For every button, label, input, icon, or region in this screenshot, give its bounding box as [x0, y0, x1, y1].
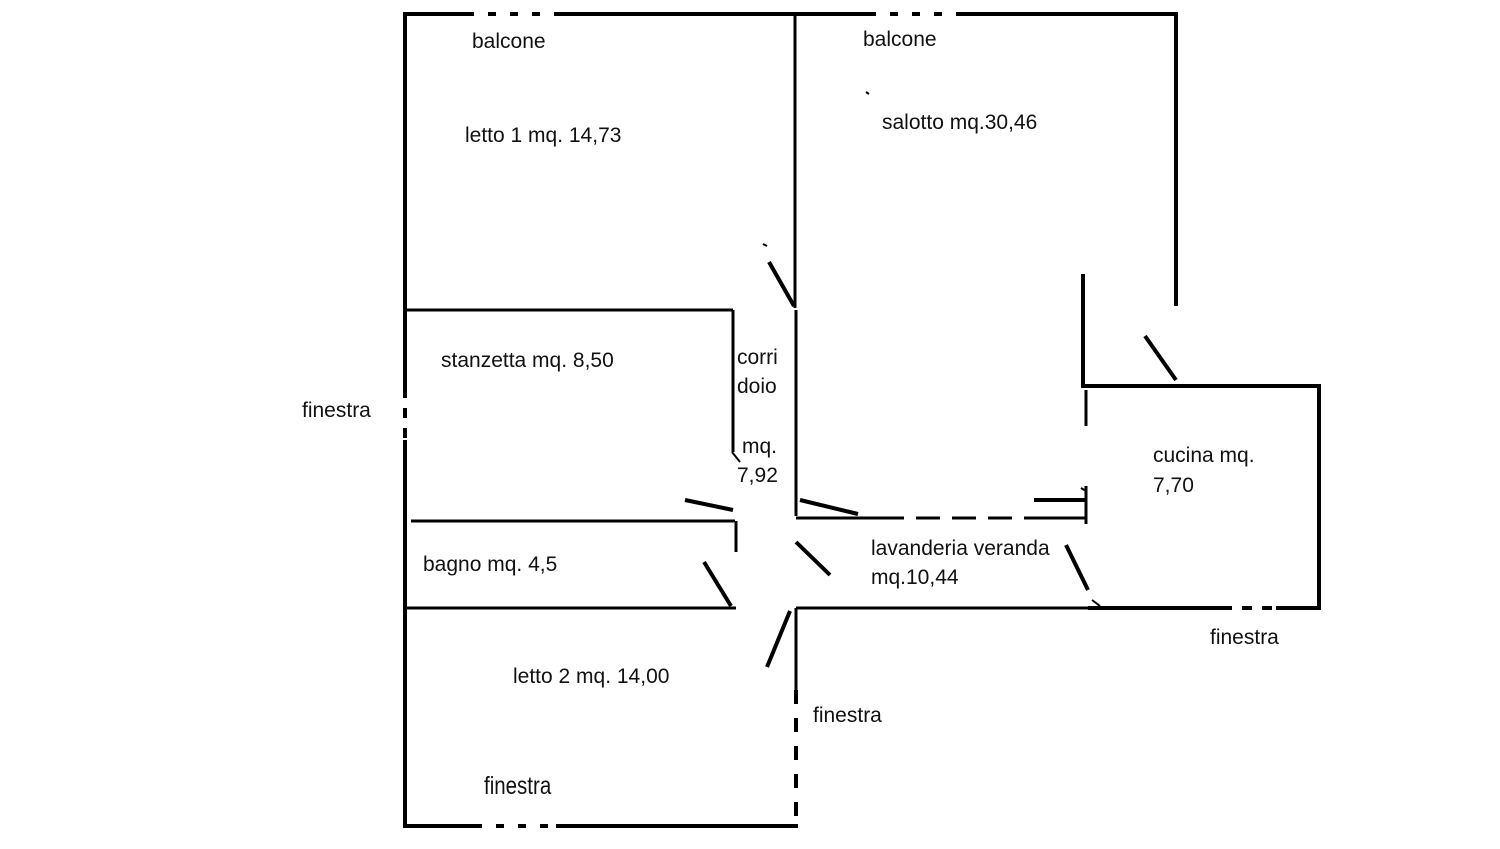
- window-dashes: [403, 12, 1276, 828]
- door-salotto-cucina: [1143, 334, 1178, 382]
- corridoio-label-line2: doio: [737, 375, 777, 398]
- corridoio-label-line4: 7,92: [737, 464, 778, 487]
- stray-marks: [731, 91, 1101, 607]
- balcone-left-label: balcone: [472, 30, 546, 53]
- door-lav-kitchen: [1064, 544, 1090, 591]
- lavanderia-label-line2: mq.10,44: [871, 566, 959, 589]
- corridoio-label-line3: mq.: [742, 435, 778, 458]
- bagno-label: bagno mq. 4,5: [423, 553, 558, 576]
- cucina-label-line2: 7,70: [1153, 474, 1194, 497]
- letto1-label: letto 1 mq. 14,73: [465, 124, 622, 147]
- door-letto2: [765, 610, 792, 668]
- mark-5: [1080, 487, 1087, 492]
- mark-3: [731, 451, 741, 463]
- mark-4: [1091, 599, 1101, 607]
- finestra-bottom-label: finestra: [484, 772, 552, 800]
- door-corridor-lav: [799, 498, 859, 516]
- cucina-label-line1: cucina mq.: [1153, 444, 1255, 467]
- door-stanzetta: [684, 498, 734, 512]
- balcone-right-label: balcone: [863, 28, 937, 51]
- finestra-mid-label: finestra: [813, 704, 882, 727]
- interior-walls: [406, 14, 1090, 690]
- letto2-label: letto 2 mq. 14,00: [513, 665, 670, 688]
- stanzetta-label: stanzetta mq. 8,50: [441, 349, 614, 372]
- outer-walls: [403, 12, 1321, 828]
- corridoio-label-line1: corri: [737, 346, 778, 369]
- door-bagno: [702, 560, 733, 608]
- mark-2: [865, 91, 870, 95]
- lavanderia-label-line1: lavanderia veranda: [871, 537, 1050, 560]
- salotto-label: salotto mq.30,46: [882, 111, 1038, 134]
- finestra-left-label: finestra: [302, 399, 371, 422]
- mark-1: [762, 243, 768, 247]
- door-letto1: [767, 261, 796, 307]
- finestra-right-label: finestra: [1210, 626, 1279, 649]
- door-lavanderia: [794, 540, 832, 577]
- door-swings: [684, 261, 1178, 668]
